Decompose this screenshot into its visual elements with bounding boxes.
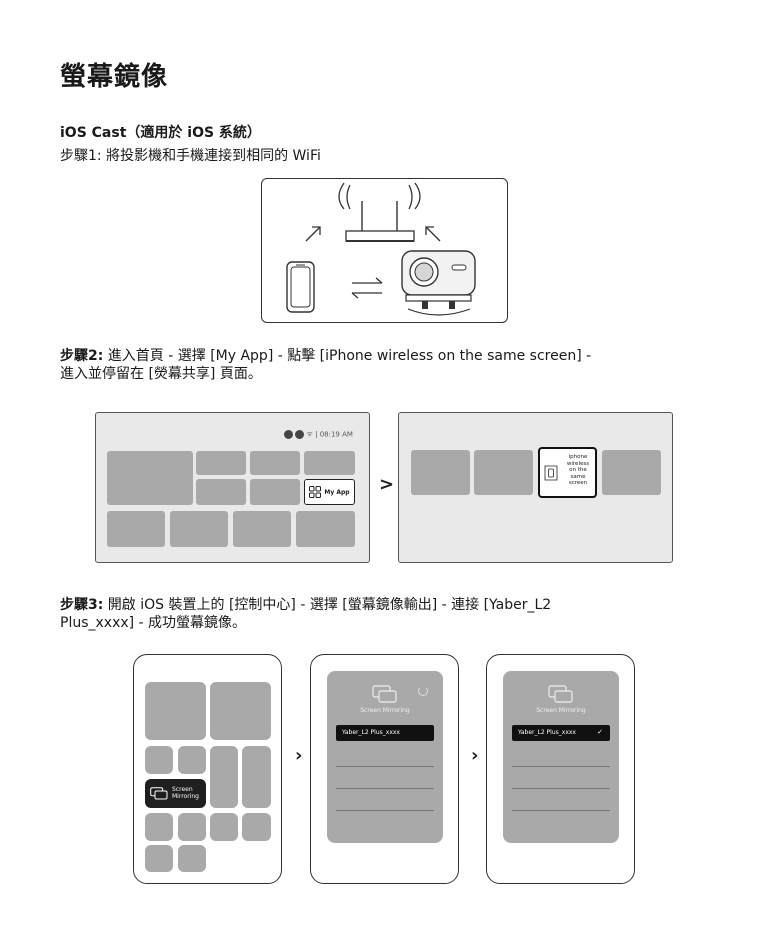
- tv-app-tile[interactable]: [474, 450, 533, 495]
- phone-icon: [286, 261, 315, 313]
- device-name: Yaber_L2 Plus_xxxx: [342, 729, 400, 736]
- page-title: 螢幕鏡像: [60, 62, 169, 92]
- exchange-arrows-icon: [351, 277, 383, 299]
- control-tile[interactable]: [210, 813, 238, 841]
- tv-tile[interactable]: [250, 451, 300, 475]
- control-tile[interactable]: [210, 682, 271, 740]
- control-tile[interactable]: [145, 682, 206, 740]
- device-name: Yaber_L2 Plus_xxxx: [518, 729, 576, 736]
- checkmark-icon: ✓: [597, 728, 603, 736]
- app-grid-icon: [309, 486, 322, 498]
- phone-cast-icon: [544, 465, 558, 481]
- control-tile[interactable]: [145, 746, 173, 774]
- step2-line1: 進入首頁 - 選擇 [My App] - 點擊 [iPhone wireless…: [103, 348, 592, 364]
- tv-tile[interactable]: [304, 451, 355, 475]
- list-divider: [336, 788, 434, 789]
- chevron-right-icon: >: [379, 474, 395, 495]
- mirroring-title: Screen Mirroring: [536, 707, 586, 714]
- tv-status-bar: ᯤ | 08:19 AM: [284, 430, 364, 442]
- tv-app-tile[interactable]: [411, 450, 470, 495]
- control-tile[interactable]: [145, 813, 173, 841]
- phone-control-center: Screen Mirroring: [133, 654, 282, 884]
- phone-mirroring-searching: Screen Mirroring Yaber_L2 Plus_xxxx: [310, 654, 459, 884]
- device-row-selected[interactable]: Yaber_L2 Plus_xxxx: [336, 725, 434, 741]
- chevron-right-icon: ›: [471, 745, 479, 766]
- mirroring-panel: Screen Mirroring Yaber_L2 Plus_xxxx ✓: [503, 671, 619, 843]
- step2-line2: 進入並停留在 [熒幕共享] 頁面。: [60, 366, 262, 382]
- step3-text: 步驟3: 開啟 iOS 裝置上的 [控制中心] - 選擇 [螢幕鏡像輸出] - …: [60, 596, 720, 632]
- mirroring-panel: Screen Mirroring Yaber_L2 Plus_xxxx: [327, 671, 443, 843]
- list-divider: [336, 810, 434, 811]
- tv-home-screen: ᯤ | 08:19 AM My App: [95, 412, 370, 563]
- step3-label: 步驟3:: [60, 597, 104, 613]
- tv-status-time: 08:19 AM: [319, 430, 353, 439]
- control-tile[interactable]: [178, 813, 206, 841]
- screen-mirroring-icon: [150, 787, 168, 800]
- control-tile[interactable]: [242, 746, 271, 808]
- arrow-up-right-icon: [305, 226, 321, 242]
- my-app-label: My App: [324, 488, 350, 496]
- tv-app-tile[interactable]: [602, 450, 661, 495]
- profile-icon: [284, 430, 293, 439]
- list-divider: [512, 810, 610, 811]
- step3-line2: Plus_xxxx] - 成功螢幕鏡像。: [60, 615, 247, 631]
- step3-line1: 開啟 iOS 裝置上的 [控制中心] - 選擇 [螢幕鏡像輸出] - 連接 [Y…: [103, 597, 552, 613]
- control-tile[interactable]: [145, 845, 173, 872]
- screen-mirroring-icon: [548, 685, 573, 703]
- step2-text: 步驟2: 進入首頁 - 選擇 [My App] - 點擊 [iPhone wir…: [60, 347, 720, 383]
- tv-tile[interactable]: [196, 451, 246, 475]
- list-divider: [512, 788, 610, 789]
- iphone-wireless-label: iphone wireless on the same screen: [566, 454, 590, 487]
- control-tile[interactable]: [242, 813, 271, 841]
- control-tile[interactable]: [178, 746, 206, 774]
- router-icon: [338, 182, 421, 242]
- mirroring-title: Screen Mirroring: [360, 707, 410, 714]
- step1-text: 步驟1: 將投影機和手機連接到相同的 WiFi: [60, 148, 321, 164]
- tv-tile[interactable]: [250, 479, 300, 505]
- tv-tile[interactable]: [196, 479, 246, 505]
- arrow-up-left-icon: [425, 226, 441, 242]
- loading-spinner-icon: [418, 686, 428, 696]
- list-divider: [512, 766, 610, 767]
- screen-mirroring-icon: [372, 685, 397, 703]
- screen-mirroring-button[interactable]: Screen Mirroring: [145, 779, 206, 808]
- screen-mirroring-label: Screen Mirroring: [172, 786, 199, 800]
- device-row-connected[interactable]: Yaber_L2 Plus_xxxx ✓: [512, 725, 610, 741]
- network-illustration: [286, 182, 476, 316]
- control-tile[interactable]: [178, 845, 206, 872]
- tv-app-screen: iphone wireless on the same screen: [398, 412, 673, 563]
- step2-label: 步驟2:: [60, 348, 104, 364]
- tv-tile[interactable]: [170, 511, 228, 547]
- list-divider: [336, 766, 434, 767]
- projector-icon: [401, 250, 476, 316]
- tv-tile[interactable]: [233, 511, 291, 547]
- my-app-tile[interactable]: My App: [304, 479, 355, 505]
- control-tile[interactable]: [210, 746, 238, 808]
- iphone-wireless-tile[interactable]: iphone wireless on the same screen: [538, 447, 597, 498]
- phone-mirroring-connected: Screen Mirroring Yaber_L2 Plus_xxxx ✓: [486, 654, 635, 884]
- tv-tile[interactable]: [107, 451, 193, 505]
- settings-icon: [295, 430, 305, 439]
- tv-tile[interactable]: [296, 511, 355, 547]
- section-title: iOS Cast（適用於 iOS 系統）: [60, 125, 261, 141]
- chevron-right-icon: ›: [295, 745, 303, 766]
- tv-tile[interactable]: [107, 511, 165, 547]
- network-diagram: [261, 178, 508, 323]
- wifi-icon: ᯤ: [306, 430, 313, 438]
